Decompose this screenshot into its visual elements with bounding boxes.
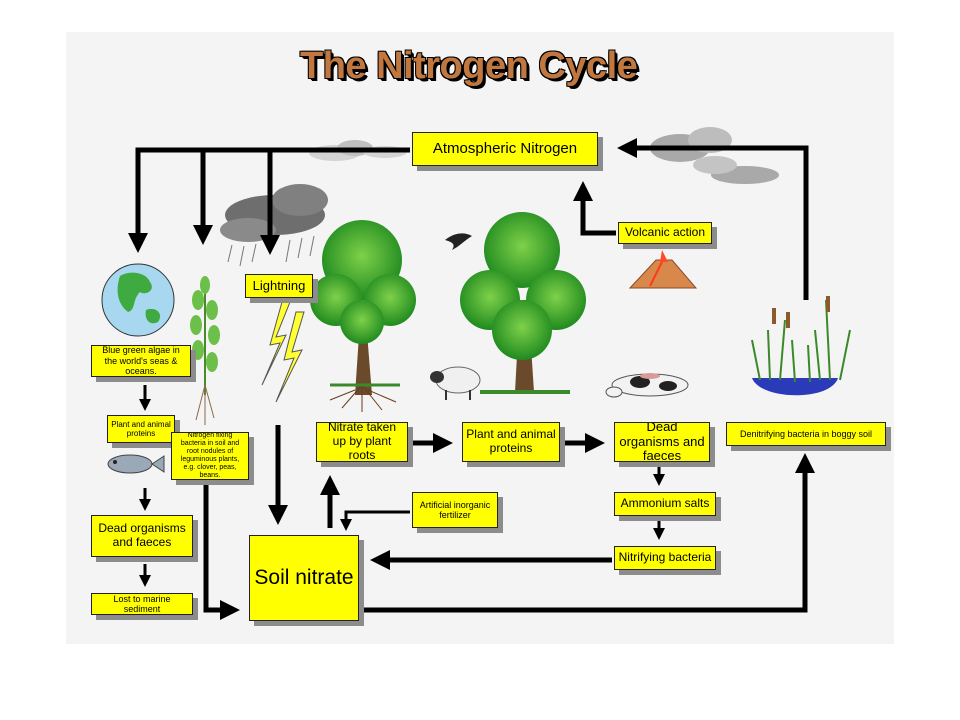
nitrate-taken-up-box: Nitrate taken up by plant roots — [316, 422, 408, 462]
artificial-fertilizer-box: Artificial inorganic fertilizer — [412, 492, 498, 528]
legume-plant-icon — [190, 276, 220, 425]
lost-to-marine-sediment-box: Lost to marine sediment — [91, 593, 193, 615]
cycle-arrows-thin — [139, 385, 665, 587]
nitrifying-bacteria-box: Nitrifying bacteria — [614, 546, 716, 570]
atmospheric-nitrogen-box: Atmospheric Nitrogen — [412, 132, 598, 166]
ammonium-salts-box: Ammonium salts — [614, 492, 716, 516]
globe-icon — [101, 263, 175, 337]
storm-cloud-icon — [220, 184, 328, 267]
land-dead-organisms-box: Dead organisms and faeces — [614, 422, 710, 462]
dead-animal-icon — [605, 373, 689, 398]
blue-green-algae-box: Blue green algae in the world's seas & o… — [91, 345, 191, 377]
sheep-icon — [430, 366, 481, 400]
fish-icon — [107, 454, 165, 474]
cloud-icon — [650, 127, 779, 184]
lightning-bolt-icon — [261, 301, 305, 403]
soil-nitrate-box: Soil nitrate — [249, 535, 359, 621]
marine-dead-organisms-box: Dead organisms and faeces — [91, 515, 193, 557]
diagram-title: The Nitrogen Cycle — [300, 45, 638, 87]
cycle-arrows — [128, 138, 815, 620]
bird-icon — [445, 233, 472, 250]
bog-pond-icon — [751, 296, 851, 396]
lightning-box: Lightning — [245, 274, 313, 298]
denitrifying-bacteria-box: Denitrifying bacteria in boggy soil — [726, 422, 886, 446]
tree-icon — [460, 212, 586, 394]
volcano-icon — [628, 250, 698, 289]
nitrogen-fixing-bacteria-box: Nitrogen fixing bacteria in soil and roo… — [171, 432, 249, 480]
tree-icon — [310, 220, 416, 412]
marine-proteins-box: Plant and animal proteins — [107, 415, 175, 443]
land-proteins-box: Plant and animal proteins — [462, 422, 560, 462]
volcanic-action-box: Volcanic action — [618, 222, 712, 244]
